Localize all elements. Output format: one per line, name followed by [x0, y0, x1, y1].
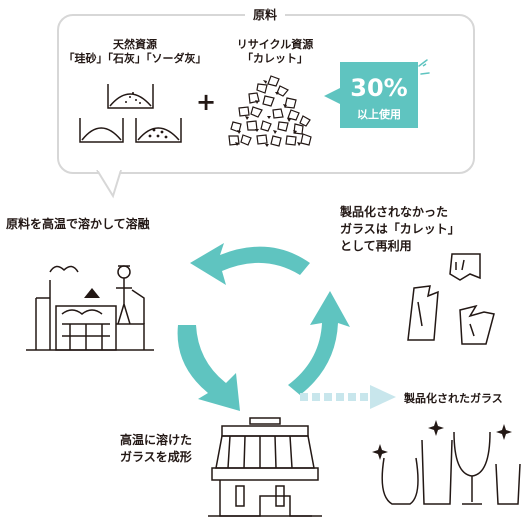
forming-machine-icon	[208, 417, 322, 517]
shape-step-label: 高温に溶けた ガラスを成形	[120, 433, 193, 464]
percent-value: 30%	[350, 74, 408, 102]
percent-caption: 以上使用	[357, 108, 401, 121]
raw-materials-title: 原料	[0, 6, 530, 23]
cullet-pile-icon	[228, 75, 312, 147]
reuse-step-label: 製品化されなかった ガラスは「カレット」 として再利用	[340, 205, 460, 253]
bubble-tail	[96, 170, 122, 199]
sparkle-lines-icon	[418, 59, 430, 75]
dotted-arrow-to-product	[300, 385, 396, 409]
recycled-resources-label: リサイクル資源 「カレット」	[236, 38, 314, 65]
arrow-top	[190, 243, 310, 285]
percent-badge-bg	[324, 62, 427, 128]
broken-glass-icon	[407, 253, 495, 345]
melt-step-label: 原料を高温で溶かして溶融	[6, 217, 150, 231]
arrow-right	[288, 291, 350, 395]
recycle-cycle-arrows	[177, 243, 350, 411]
melting-furnace-icon	[26, 265, 154, 351]
arrow-left	[177, 325, 240, 411]
natural-resources-label: 天然資源 「珪砂」「石灰」「ソーダ灰」	[63, 38, 207, 65]
natural-resources-icon	[79, 84, 182, 143]
finished-glassware-icon	[372, 420, 521, 505]
product-label: 製品化されたガラス	[404, 392, 503, 405]
plus-sign: +	[196, 88, 217, 116]
